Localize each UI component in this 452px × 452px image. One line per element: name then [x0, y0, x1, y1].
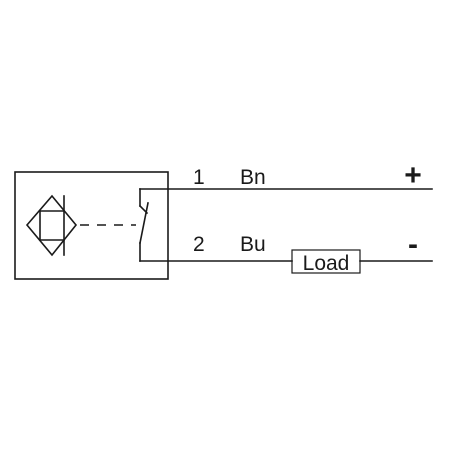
wire-1-polarity: + [404, 159, 422, 192]
wire-2-pin: 2 [193, 233, 205, 256]
normally-open-switch-icon [138, 188, 149, 262]
wire-1-color-code: Bn [240, 166, 266, 189]
wire-1-pin: 1 [193, 166, 205, 189]
wire-2-color-code: Bu [240, 233, 266, 256]
load-box [291, 249, 361, 274]
sensor-housing [14, 171, 169, 280]
wire-2-polarity: - [408, 228, 418, 261]
load-label: Load [303, 252, 350, 275]
inductive-sensor-coil-icon [25, 194, 78, 257]
